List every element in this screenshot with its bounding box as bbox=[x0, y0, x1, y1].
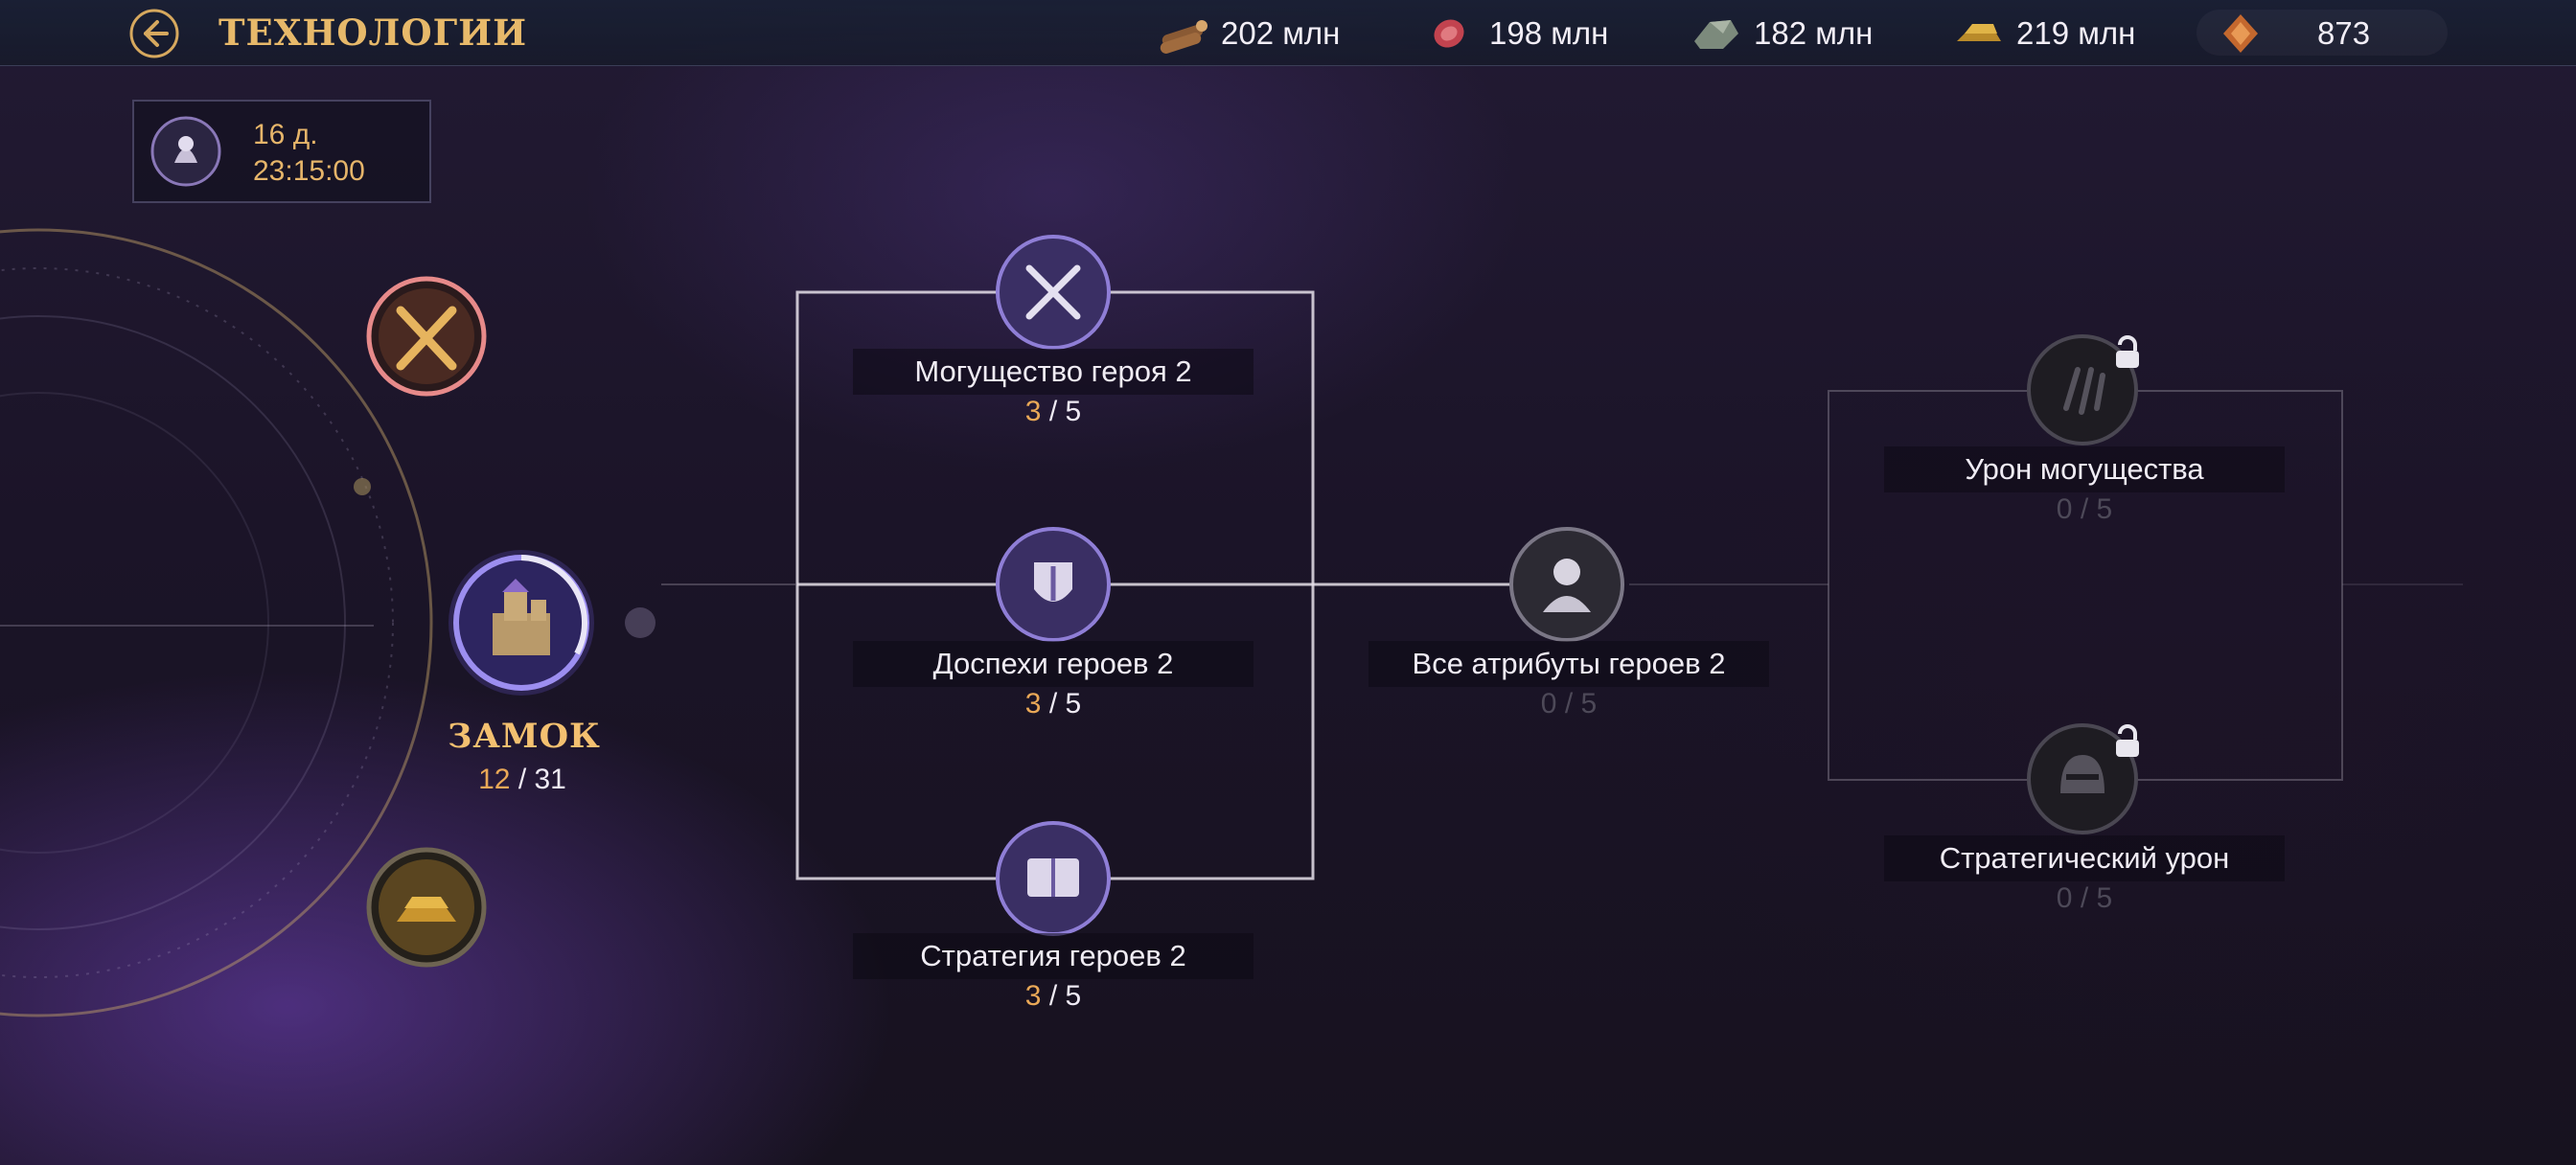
resource-value: 202 млн bbox=[1221, 15, 1341, 51]
page-title: ТЕХНОЛОГИИ bbox=[218, 11, 528, 54]
tech-progress: 3 / 5 bbox=[1024, 396, 1082, 427]
castle-name: ЗАМОК bbox=[448, 716, 601, 756]
stone-icon bbox=[1694, 20, 1738, 49]
tech-label: Урон могущества bbox=[1884, 446, 2285, 492]
helmet-icon bbox=[2060, 755, 2104, 793]
resource-value: 182 млн bbox=[1754, 15, 1874, 51]
resource-wood[interactable]: 202 млн bbox=[1156, 11, 1340, 56]
tech-label: Могущество героя 2 bbox=[853, 349, 1254, 395]
tech-label: Стратегический урон bbox=[1884, 835, 2285, 881]
meat-icon bbox=[1434, 19, 1464, 48]
knight-icon bbox=[1543, 559, 1591, 612]
back-arrow-icon[interactable] bbox=[128, 8, 180, 59]
tech-progress: 0 / 5 bbox=[2056, 493, 2113, 525]
castle-node[interactable] bbox=[445, 546, 598, 699]
armor-crest-icon bbox=[1034, 562, 1072, 602]
tech-progress: 3 / 5 bbox=[1024, 688, 1082, 720]
resource-meat[interactable]: 198 млн bbox=[1424, 11, 1608, 56]
tech-node-strategic-damage[interactable] bbox=[2024, 720, 2149, 837]
tech-node-all-attributes[interactable] bbox=[1508, 526, 1625, 643]
tech-label: Все атрибуты героев 2 bbox=[1368, 641, 1769, 687]
gem-icon bbox=[2223, 14, 2258, 53]
top-bar: ТЕХНОЛОГИИ 202 млн 198 млн 182 млн 219 м… bbox=[0, 0, 2576, 66]
castle-icon bbox=[493, 579, 550, 655]
claw-icon bbox=[2063, 367, 2105, 415]
wood-icon bbox=[1160, 20, 1208, 54]
tech-node-hero-armor[interactable] bbox=[995, 526, 1112, 643]
timer-time: 23:15:00 bbox=[253, 155, 365, 187]
tech-node-hero-might[interactable] bbox=[995, 234, 1112, 351]
resource-value: 219 млн bbox=[2016, 15, 2136, 51]
gold-bars-icon bbox=[1957, 24, 2001, 41]
tech-progress: 3 / 5 bbox=[1024, 980, 1082, 1012]
castle-title-plate: ЗАМОК bbox=[387, 713, 661, 759]
resource-stone[interactable]: 182 млн bbox=[1689, 11, 1873, 56]
resource-value: 873 bbox=[2317, 15, 2371, 51]
lock-icon bbox=[2116, 335, 2139, 368]
castle-progress: 12 / 31 bbox=[478, 764, 566, 795]
timer-days: 16 д. bbox=[253, 119, 318, 150]
book-icon bbox=[1027, 858, 1079, 897]
category-economy-button[interactable] bbox=[364, 845, 489, 970]
tech-progress: 0 / 5 bbox=[2056, 882, 2113, 914]
lock-icon bbox=[2116, 724, 2139, 757]
research-timer[interactable]: 16 д. 23:15:00 bbox=[132, 100, 431, 203]
resource-gem[interactable]: 873 bbox=[2214, 11, 2370, 56]
crossed-swords-icon bbox=[396, 306, 457, 371]
tech-progress: 0 / 5 bbox=[1540, 688, 1598, 720]
category-military-button[interactable] bbox=[364, 274, 489, 399]
crossed-swords-icon bbox=[1025, 264, 1081, 320]
tech-label: Стратегия героев 2 bbox=[853, 933, 1254, 979]
tech-node-might-damage[interactable] bbox=[2024, 331, 2149, 448]
gold-bars-icon bbox=[397, 897, 456, 922]
resource-value: 198 млн bbox=[1489, 15, 1609, 51]
tech-node-hero-strategy[interactable] bbox=[995, 820, 1112, 937]
research-knight-icon bbox=[150, 116, 221, 187]
resource-gold[interactable]: 219 млн bbox=[1951, 11, 2135, 56]
tech-label: Доспехи героев 2 bbox=[853, 641, 1254, 687]
